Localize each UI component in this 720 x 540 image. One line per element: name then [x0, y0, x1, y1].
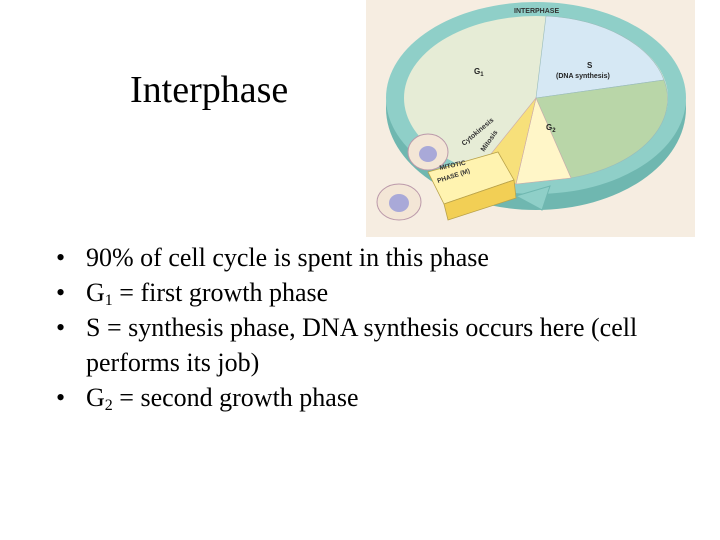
bullet-marker: •: [56, 278, 66, 307]
bullet-text-post: = second growth phase: [112, 383, 359, 412]
bullet-marker: •: [56, 383, 66, 412]
bullet-item: • G2 = second growth phase: [56, 380, 696, 415]
ring-arrow-icon: [514, 185, 551, 211]
bullet-item: • 90% of cell cycle is spent in this pha…: [56, 240, 696, 275]
s-label: S: [587, 61, 593, 70]
nucleus-icon: [419, 146, 437, 162]
bullet-list: • 90% of cell cycle is spent in this pha…: [56, 240, 696, 415]
bullet-marker: •: [56, 313, 66, 342]
s-caption: (DNA synthesis): [556, 73, 610, 80]
bullet-subscript: 1: [104, 292, 113, 309]
bullet-item: • G1 = first growth phase: [56, 275, 696, 310]
g1-label: G1: [474, 67, 484, 78]
slide-title: Interphase: [130, 69, 289, 111]
bullet-marker: •: [56, 243, 66, 272]
bullet-text: S = synthesis phase, DNA synthesis occur…: [86, 313, 638, 377]
cell-cycle-figure: INTERPHASE G1 S (DNA synthesis) G2 Cytok…: [366, 0, 695, 237]
bullet-text: 90% of cell cycle is spent in this phase: [86, 243, 489, 272]
bullet-item: • S = synthesis phase, DNA synthesis occ…: [56, 310, 696, 380]
interphase-ring-label: INTERPHASE: [514, 8, 559, 15]
daughter-nucleus-icon: [389, 194, 409, 212]
bullet-subscript: 2: [104, 397, 113, 414]
bullet-text-pre: G: [86, 383, 105, 412]
g2-sector: [535, 79, 668, 179]
s-sector: [535, 15, 665, 99]
bullet-text-pre: G: [86, 278, 105, 307]
g2-label: G2: [546, 123, 556, 134]
mitotic-block-side: [443, 179, 517, 221]
bullet-text-post: = first growth phase: [112, 278, 329, 307]
